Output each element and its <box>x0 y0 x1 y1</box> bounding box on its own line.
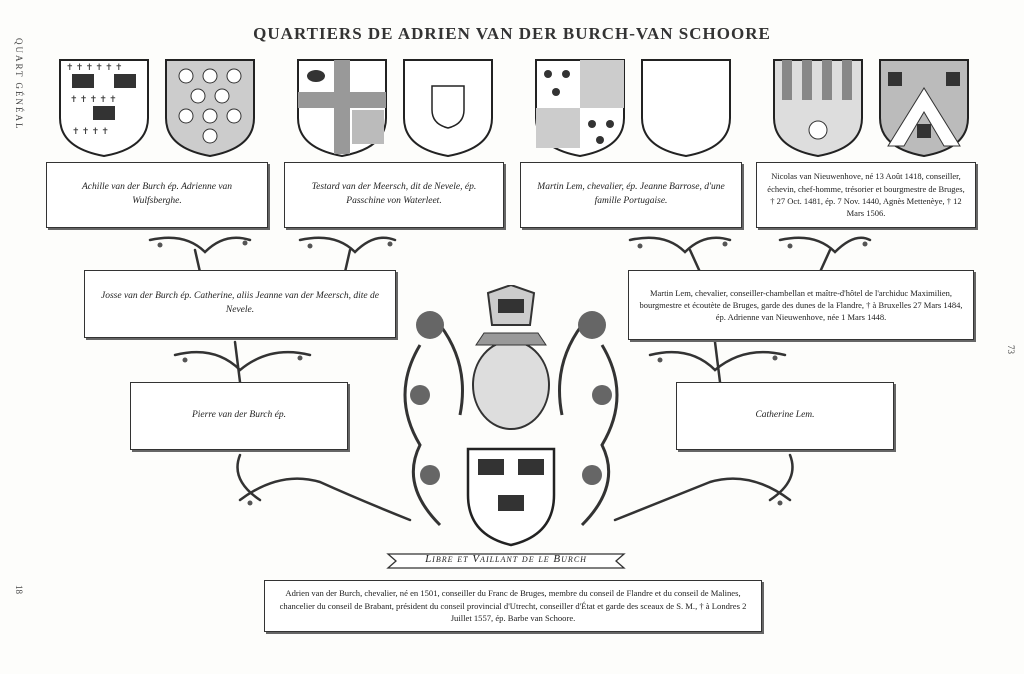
page-title: QUARTIERS DE ADRIEN VAN DER BURCH-VAN SC… <box>253 24 771 43</box>
svg-text:✝ ✝ ✝ ✝ ✝: ✝ ✝ ✝ ✝ ✝ <box>70 94 117 104</box>
ancestor-text: Nicolas van Nieuwenhove, né 13 Août 1418… <box>767 171 965 219</box>
coat-of-arms-mettenede <box>879 59 969 158</box>
page-number-left: 18 <box>14 585 24 594</box>
ancestor-text: Catherine Lem. <box>755 410 815 421</box>
ancestor-text: Martin Lem, chevalier, conseiller-chambe… <box>639 287 963 323</box>
coat-of-arms-wulfsberghe <box>165 59 255 158</box>
ancestor-box: Martin Lem, chevalier, ép. Jeanne Barros… <box>520 162 742 228</box>
ancestor-box: Catherine Lem. <box>676 382 894 450</box>
ancestor-box: Josse van der Burch ép. Catherine, aliis… <box>84 270 396 338</box>
subject-text: Adrien van der Burch, chevalier, né en 1… <box>279 588 747 624</box>
ancestor-box: Testard van der Meersch, dit de Nevele, … <box>284 162 504 228</box>
ancestor-text: Pierre van der Burch ép. <box>191 410 286 421</box>
ancestor-box: Pierre van der Burch ép. <box>130 382 348 450</box>
coat-of-arms-waterleet <box>403 59 493 158</box>
ancestor-text: Testard van der Meersch, dit de Nevele, … <box>311 182 477 206</box>
coat-of-arms-lem <box>535 59 625 158</box>
side-label: QUART GÉNÉAL <box>14 38 24 131</box>
ancestor-text: Martin Lem, chevalier, ép. Jeanne Barros… <box>537 182 725 206</box>
svg-text:✝ ✝ ✝ ✝: ✝ ✝ ✝ ✝ <box>72 126 109 136</box>
coat-of-arms-barrose <box>641 59 731 158</box>
subject-box: Adrien van der Burch, chevalier, né en 1… <box>264 580 762 632</box>
page-number-right: 73 <box>1006 345 1016 354</box>
motto-text: Libre et Vaillant de le Burch <box>425 553 587 565</box>
svg-text:✝ ✝ ✝ ✝ ✝ ✝: ✝ ✝ ✝ ✝ ✝ ✝ <box>66 62 123 72</box>
coat-of-arms-van-nieuwenhove <box>773 59 863 158</box>
central-coat-of-arms <box>403 285 619 547</box>
coat-of-arms-van-der-burch: ✝ ✝ ✝ ✝ ✝ ✝ ✝ ✝ ✝ ✝ ✝ ✝ ✝ ✝ ✝ <box>59 59 149 158</box>
motto-ribbon <box>386 553 626 569</box>
ancestor-box: Martin Lem, chevalier, conseiller-chambe… <box>628 270 974 340</box>
coat-of-arms-van-der-meersch <box>297 59 387 158</box>
ancestor-box: Achille van der Burch ép. Adrienne van W… <box>46 162 268 228</box>
ancestor-text: Achille van der Burch ép. Adrienne van W… <box>81 182 233 206</box>
ancestor-text: Josse van der Burch ép. Catherine, aliis… <box>101 291 379 315</box>
ancestor-box: Nicolas van Nieuwenhove, né 13 Août 1418… <box>756 162 976 228</box>
